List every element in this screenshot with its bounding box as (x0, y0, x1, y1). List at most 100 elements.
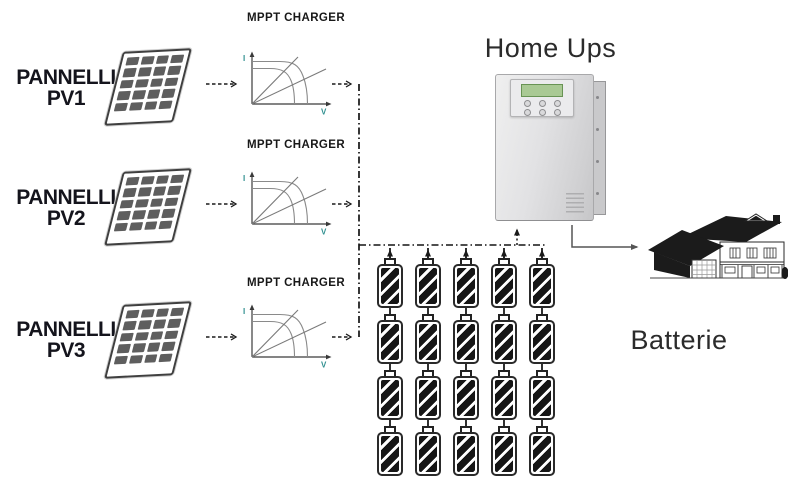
battery-stripes (381, 436, 399, 472)
battery-body (453, 264, 479, 308)
pv1-label: PANNELLI PV1 (4, 67, 128, 109)
pv-cell (152, 66, 167, 76)
battery-bank (377, 246, 557, 480)
battery-body (377, 320, 403, 364)
battery-icon (415, 370, 441, 420)
battery-icon (377, 314, 403, 364)
pv-cell (134, 331, 149, 341)
pv-cell (137, 67, 152, 77)
pv-cell (140, 56, 155, 66)
pv-cell (131, 343, 146, 353)
battery-body (491, 432, 517, 476)
battery-icon (453, 370, 479, 420)
battery-string (491, 246, 517, 480)
pv-cell (119, 199, 134, 209)
ups-body (495, 74, 594, 221)
pv-cell (164, 330, 179, 340)
pv-cell (155, 55, 170, 65)
mppt1-voltage-axis-label: V (321, 108, 327, 117)
battery-terminal (422, 314, 434, 320)
battery-icon (529, 370, 555, 420)
battery-terminal (422, 258, 434, 264)
pv-cell (122, 188, 137, 198)
battery-stripes (533, 324, 551, 360)
pv-cell (143, 353, 158, 363)
battery-stripes (457, 436, 475, 472)
battery-icon (453, 258, 479, 308)
pv-cell (131, 90, 146, 100)
battery-icon (491, 426, 517, 476)
pv-cell (152, 319, 167, 329)
pv-cell (155, 308, 170, 318)
pv-cell (125, 176, 140, 186)
pv-cell (158, 220, 173, 230)
pv-cell (125, 309, 140, 319)
battery-stripes (381, 380, 399, 416)
pv1-label-line1: PANNELLI (16, 66, 116, 89)
battery-body (415, 376, 441, 420)
pv-cell (143, 220, 158, 230)
pv1-panel-grid (109, 50, 190, 115)
battery-terminal (536, 314, 548, 320)
battery-icon (415, 314, 441, 364)
mppt2-iv-curve-graph: I V (243, 171, 332, 236)
pv-cell (146, 209, 161, 219)
pv-cell (152, 186, 167, 196)
pv-cell (128, 354, 143, 364)
battery-terminal (460, 370, 472, 376)
mppt2-label: MPPT CHARGER (246, 139, 346, 151)
battery-body (453, 320, 479, 364)
pv-cell (128, 101, 143, 111)
pv-cell (116, 211, 131, 221)
battery-stripes (533, 436, 551, 472)
pv-cell (116, 344, 131, 354)
battery-terminal (384, 426, 396, 432)
battery-body (415, 320, 441, 364)
battery-icon (491, 258, 517, 308)
battery-stripes (419, 324, 437, 360)
battery-body (415, 432, 441, 476)
pv-cell (140, 176, 155, 186)
ups-bracket-holes (596, 96, 599, 99)
pv-cell (119, 79, 134, 89)
pv-cell (158, 100, 173, 110)
battery-icon (491, 314, 517, 364)
battery-body (377, 264, 403, 308)
battery-terminal (384, 370, 396, 376)
pv-cell (119, 332, 134, 342)
pv-cell (155, 175, 170, 185)
ups-lcd-display (521, 84, 563, 97)
battery-icon (415, 426, 441, 476)
battery-string (415, 246, 441, 480)
pv2-panel-grid (109, 170, 190, 235)
battery-body (453, 376, 479, 420)
battery-icon (415, 258, 441, 308)
battery-body (529, 432, 555, 476)
battery-stripes (457, 268, 475, 304)
pv-cell (164, 197, 179, 207)
pv-cell (161, 88, 176, 98)
battery-icon (377, 426, 403, 476)
pv-cell (137, 187, 152, 197)
pv-cell (170, 54, 185, 64)
pv-cell (149, 198, 164, 208)
mppt1-iv-curve-graph: I V (243, 51, 332, 117)
battery-stripes (381, 268, 399, 304)
pv-cell (122, 321, 137, 331)
battery-body (377, 432, 403, 476)
battery-body (529, 320, 555, 364)
mppt3-label: MPPT CHARGER (246, 277, 346, 289)
pv-cell (116, 91, 131, 101)
pv-cell (140, 309, 155, 319)
battery-terminal (498, 314, 510, 320)
pv1-label-line2: PV1 (46, 87, 86, 110)
mppt2-current-axis-label: I (243, 174, 245, 183)
pv-cell (167, 318, 182, 328)
battery-body (491, 376, 517, 420)
battery-terminal (460, 426, 472, 432)
house-icon (648, 213, 788, 279)
battery-terminal (536, 370, 548, 376)
pv-cell (167, 65, 182, 75)
pv2-label: PANNELLI PV2 (4, 187, 128, 229)
battery-stripes (495, 436, 513, 472)
